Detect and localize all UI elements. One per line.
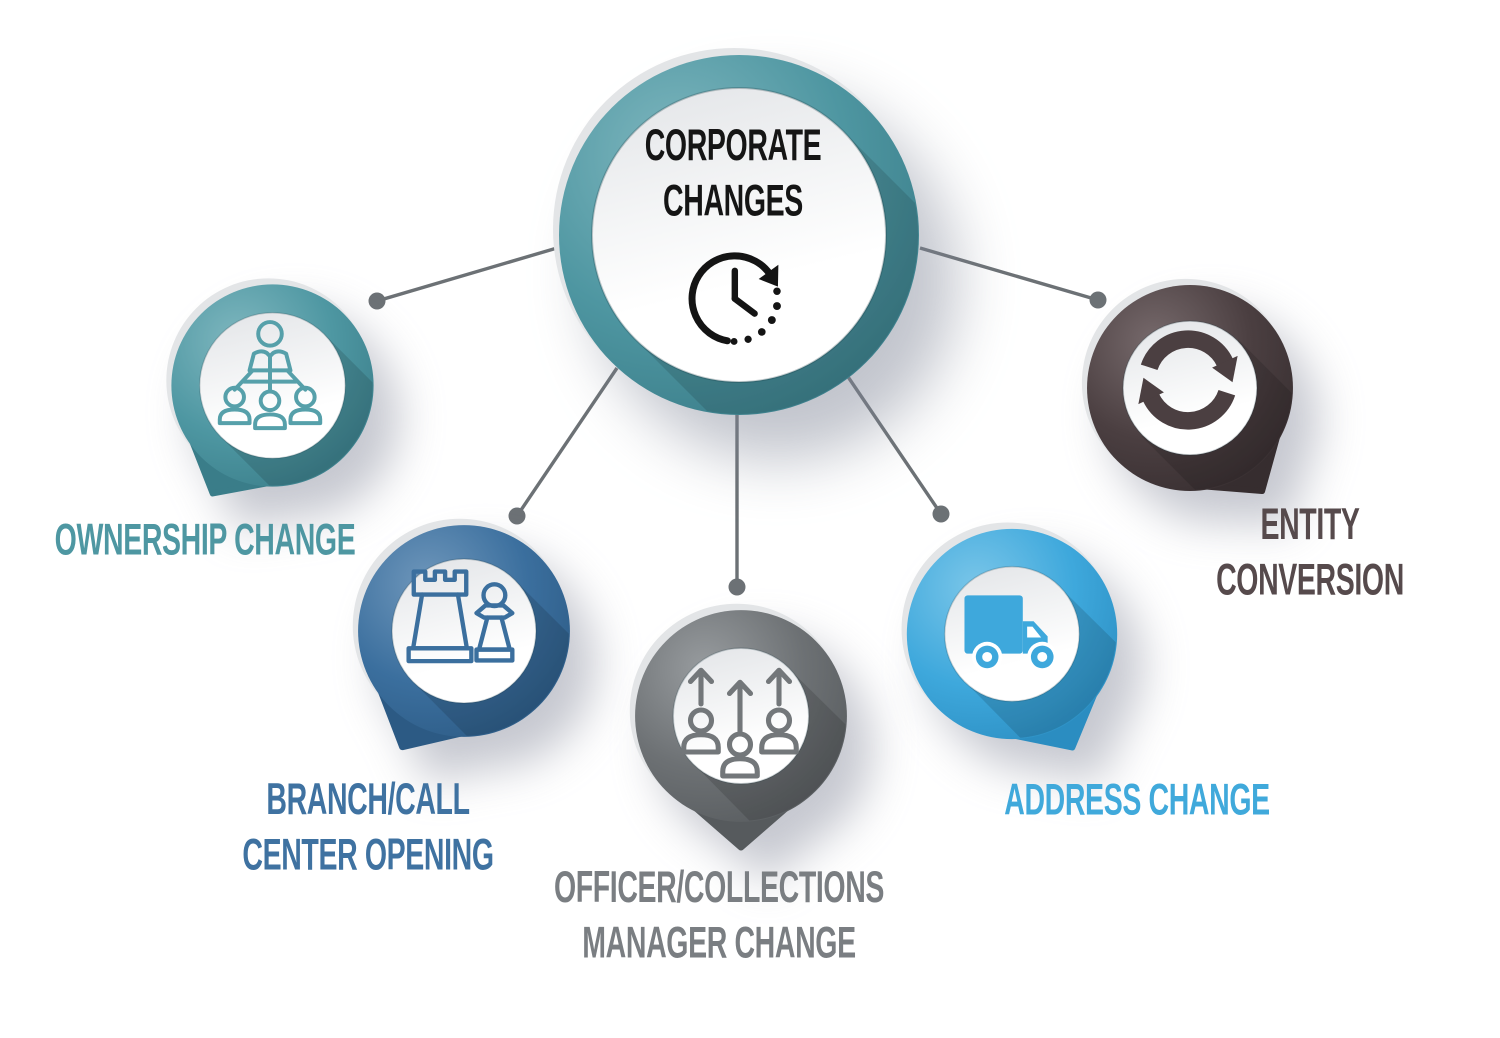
sync-arrows-icon bbox=[1138, 330, 1238, 430]
bubble-entity-conversion bbox=[1081, 278, 1293, 494]
page-title: CORPORATE CHANGES bbox=[644, 120, 822, 226]
label-officer-collections-manager-change: OFFICER/COLLECTIONS MANAGER CHANGE bbox=[553, 862, 885, 968]
bubble-ownership-change bbox=[166, 278, 374, 497]
moving-truck-icon bbox=[964, 595, 1058, 673]
connector-dot bbox=[932, 505, 950, 523]
clock-history-icon bbox=[688, 252, 781, 345]
chess-pieces-icon bbox=[406, 569, 515, 664]
label-ownership-change: OWNERSHIP CHANGE bbox=[54, 515, 356, 566]
connector-branch bbox=[515, 367, 619, 517]
connector-dot bbox=[508, 507, 526, 525]
connector-address bbox=[838, 364, 943, 515]
people-promotion-icon bbox=[681, 667, 799, 779]
connector-ownership bbox=[376, 246, 558, 303]
connector-dot bbox=[1089, 291, 1107, 309]
connector-entity bbox=[919, 246, 1099, 302]
label-address-change: ADDRESS CHANGE bbox=[1004, 775, 1270, 826]
label-entity-conversion: ENTITY CONVERSION bbox=[1216, 499, 1404, 605]
label-branch-call-center-opening: BRANCH/CALL CENTER OPENING bbox=[242, 774, 494, 880]
org-chart-icon bbox=[217, 320, 323, 431]
center-bubble-corporate-changes bbox=[553, 48, 919, 415]
connector-dot bbox=[728, 578, 746, 596]
connector-dot bbox=[368, 292, 386, 310]
